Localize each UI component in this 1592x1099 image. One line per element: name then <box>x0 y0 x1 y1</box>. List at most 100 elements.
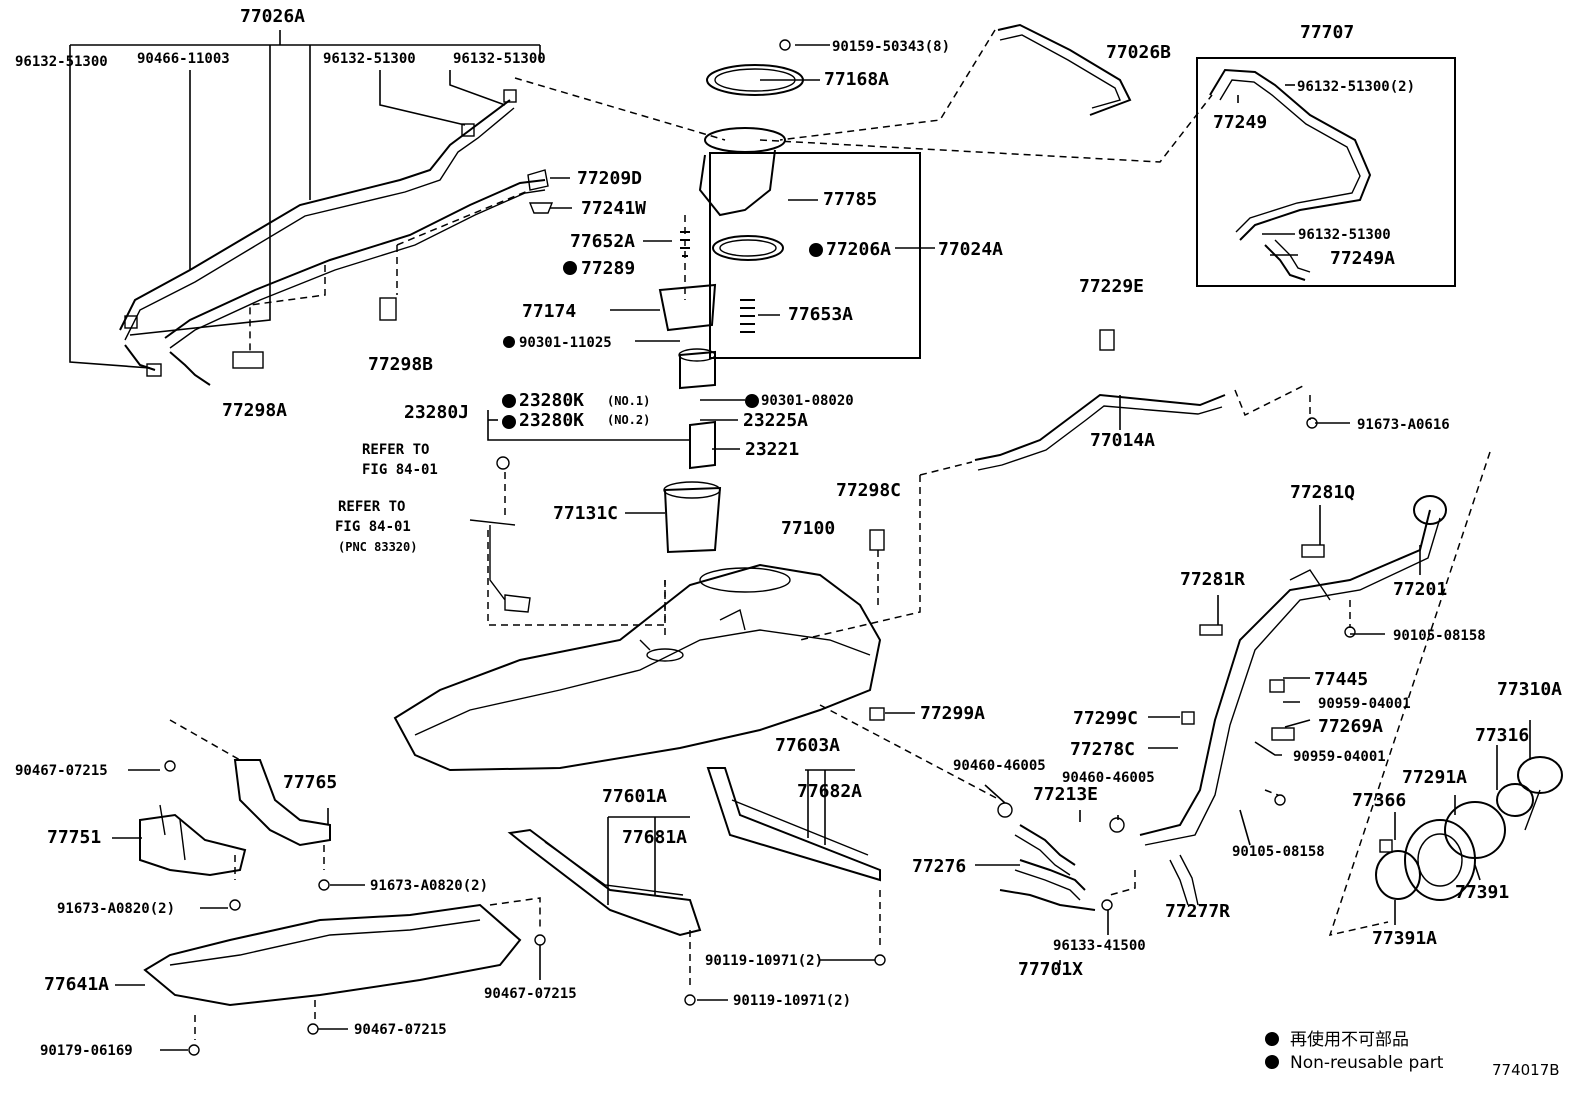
label-77201: 77201 <box>1393 579 1447 600</box>
label-77601A: 77601A <box>602 786 667 807</box>
label-90301-11025: 90301-11025 <box>519 335 612 351</box>
legend-bullet-jp <box>1265 1032 1279 1046</box>
label-77249: 77249 <box>1213 112 1267 133</box>
label-77269A: 77269A <box>1318 716 1383 737</box>
label-77291A: 77291A <box>1402 767 1467 788</box>
label-90105-08158-a: 90105-08158 <box>1393 628 1486 644</box>
legend: 再使用不可部品 Non-reusable part 774017B <box>1290 1029 1560 1079</box>
part-labels: 77026A 96132-51300 90466-11003 96132-513… <box>15 6 1562 1059</box>
tank-band-77682A <box>706 767 881 882</box>
vapor-tube-lower <box>164 179 546 339</box>
label-91673-A0820-b: 91673-A0820(2) <box>370 878 488 894</box>
legend-bullet-en <box>1265 1055 1279 1069</box>
label-77765: 77765 <box>283 772 337 793</box>
label-77100: 77100 <box>781 518 835 539</box>
label-77682A: 77682A <box>797 781 862 802</box>
label-77366: 77366 <box>1352 790 1406 811</box>
label-77229E: 77229E <box>1079 276 1144 297</box>
label-77391A: 77391A <box>1372 928 1437 949</box>
label-96132-51300-a: 96132-51300 <box>15 54 108 70</box>
label-23225A: 23225A <box>743 410 808 431</box>
part-drawings <box>119 23 1563 1056</box>
label-77707: 77707 <box>1300 22 1354 43</box>
label-77310A: 77310A <box>1497 679 1562 700</box>
label-77299A: 77299A <box>920 703 985 724</box>
label-refer-to-2: REFER TO <box>338 499 405 515</box>
label-77249A: 77249A <box>1330 248 1395 269</box>
label-90460-46005-a: 90460-46005 <box>953 758 1046 774</box>
label-77241W: 77241W <box>581 198 646 219</box>
label-77316: 77316 <box>1475 725 1529 746</box>
label-77277R: 77277R <box>1165 901 1230 922</box>
label-77213E: 77213E <box>1033 784 1098 805</box>
bracket-77765 <box>233 759 331 847</box>
fuel-tank-77100 <box>393 563 882 772</box>
vapor-tube-upper <box>119 99 511 331</box>
label-77281R: 77281R <box>1180 569 1245 590</box>
label-77026A: 77026A <box>240 6 305 27</box>
label-90119-10971-a: 90119-10971(2) <box>705 953 823 969</box>
bullet-77289 <box>563 261 577 275</box>
label-90460-46005-b: 90460-46005 <box>1062 770 1155 786</box>
bullet-77206A <box>809 243 823 257</box>
label-77131C: 77131C <box>553 503 618 524</box>
label-77299C: 77299C <box>1073 708 1138 729</box>
label-77785: 77785 <box>823 189 877 210</box>
figure-id: 774017B <box>1492 1061 1560 1079</box>
label-96132-51300-e: 96132-51300 <box>1298 227 1391 243</box>
label-90467-07215-c: 90467-07215 <box>354 1022 447 1038</box>
label-90467-07215-b: 90467-07215 <box>484 986 577 1002</box>
vapor-tube-77026B <box>997 23 1132 116</box>
legend-text-jp: 再使用不可部品 <box>1290 1029 1409 1050</box>
legend-text-en: Non-reusable part <box>1290 1053 1444 1073</box>
label-77281Q: 77281Q <box>1290 482 1355 503</box>
bracket-77751 <box>139 813 247 877</box>
label-90119-10971-b: 90119-10971(2) <box>733 993 851 1009</box>
label-90467-07215-a: 90467-07215 <box>15 763 108 779</box>
label-77174: 77174 <box>522 301 576 322</box>
label-90959-04001-b: 90959-04001 <box>1293 749 1386 765</box>
label-77276: 77276 <box>912 856 966 877</box>
label-77681A: 77681A <box>622 827 687 848</box>
bullet-90301-08020 <box>745 394 759 408</box>
vent-hose-box <box>1196 57 1456 287</box>
label-96132-51300-b: 96132-51300 <box>323 51 416 67</box>
label-77298C: 77298C <box>836 480 901 501</box>
label-refer-to-1: REFER TO <box>362 442 429 458</box>
label-77652A: 77652A <box>570 231 635 252</box>
label-77298A: 77298A <box>222 400 287 421</box>
label-77014A: 77014A <box>1090 430 1155 451</box>
label-23221: 23221 <box>745 439 799 460</box>
label-77701X: 77701X <box>1018 959 1083 980</box>
label-77391: 77391 <box>1455 882 1509 903</box>
label-96132-51300-c: 96132-51300 <box>453 51 546 67</box>
label-77641A: 77641A <box>44 974 109 995</box>
label-77206A: 77206A <box>826 239 891 260</box>
label-77603A: 77603A <box>775 735 840 756</box>
bullet-23280K-2 <box>502 415 516 429</box>
label-77209D: 77209D <box>577 168 642 189</box>
label-91673-A0820-a: 91673-A0820(2) <box>57 901 175 917</box>
label-77298B: 77298B <box>368 354 433 375</box>
label-91673-A0616: 91673-A0616 <box>1357 417 1450 433</box>
label-90959-04001-a: 90959-04001 <box>1318 696 1411 712</box>
label-23280J: 23280J <box>404 402 469 423</box>
label-90105-08158-b: 90105-08158 <box>1232 844 1325 860</box>
label-pnc-83320: (PNC 83320) <box>338 540 417 554</box>
label-77751: 77751 <box>47 827 101 848</box>
label-96133-41500: 96133-41500 <box>1053 938 1146 954</box>
label-90179-06169: 90179-06169 <box>40 1043 133 1059</box>
fuel-hose-77014A <box>974 393 1226 461</box>
filler-pipe-77201 <box>1139 509 1431 836</box>
label-77289: 77289 <box>581 258 635 279</box>
gasket-77206A <box>712 235 784 261</box>
label-77278C: 77278C <box>1070 739 1135 760</box>
label-fig-84-01-2: FIG 84-01 <box>335 519 411 535</box>
label-no2: (NO.2) <box>607 413 650 427</box>
leader-lines <box>69 30 1531 1051</box>
label-23280K-1: 23280K <box>519 390 584 411</box>
label-90466-11003: 90466-11003 <box>137 51 230 67</box>
dashed-assembly-lines <box>169 29 1491 1040</box>
label-77653A: 77653A <box>788 304 853 325</box>
